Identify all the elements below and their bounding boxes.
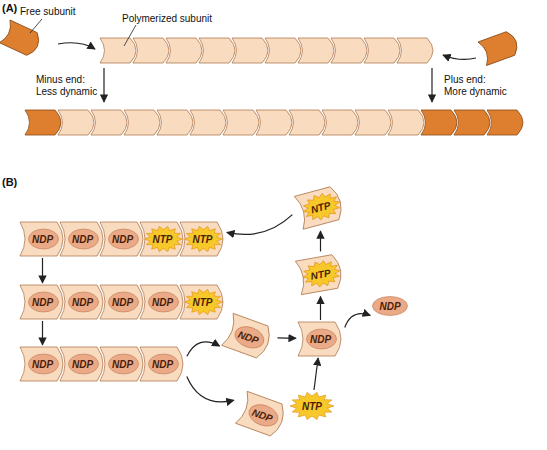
free-nucleotide: NDP xyxy=(372,296,408,316)
polymerized-subunit: NDP xyxy=(20,285,65,319)
nucleotide-label: NDP xyxy=(60,347,105,381)
polymerized-subunit xyxy=(331,38,367,63)
polymerized-subunit: NDP xyxy=(140,347,185,381)
nucleotide-label: NTP xyxy=(180,222,225,256)
polymerized-subunit xyxy=(298,38,334,63)
panel-label: (B) xyxy=(2,176,32,188)
bottom-filament xyxy=(25,110,523,135)
end-label: Minus end: Less dynamic xyxy=(36,74,101,98)
nucleotide-label: NDP xyxy=(140,347,185,381)
nucleotide-label: NDP xyxy=(100,222,145,256)
polymerized-subunit: NDP xyxy=(140,285,185,319)
polymerized-subunit xyxy=(289,110,325,135)
nucleotide-label: NTP xyxy=(294,185,346,229)
polymerized-subunit xyxy=(265,38,301,63)
polymerized-subunit: NDP xyxy=(100,222,145,256)
free-nucleotide: NTP xyxy=(290,392,334,420)
leader-line xyxy=(124,25,136,46)
nucleotide-label: NTP xyxy=(295,253,345,294)
polymerized-subunit xyxy=(190,110,226,135)
nucleotide-label: NDP xyxy=(60,222,105,256)
polymerized-subunit: NDP xyxy=(60,347,105,381)
polymerized-subunit xyxy=(397,38,433,63)
polymerized-subunit: NTP xyxy=(140,222,185,256)
released-subunit: NDP xyxy=(222,313,276,360)
part-label: Free subunit xyxy=(20,6,110,18)
nucleotide-label: NTP xyxy=(180,285,225,319)
process-arrow xyxy=(187,342,220,356)
nucleotide-star xyxy=(290,392,334,419)
polymerized-subunit xyxy=(58,110,94,135)
nucleotide-label: NDP xyxy=(100,285,145,319)
free-subunit xyxy=(0,20,43,58)
nucleotide-label: NDP xyxy=(140,285,185,319)
process-arrow xyxy=(320,231,321,251)
nucleotide-label: NTP xyxy=(290,392,334,420)
process-arrow xyxy=(227,215,293,235)
polymerized-subunit xyxy=(133,38,169,63)
nucleotide-label: NDP xyxy=(372,296,408,316)
free-subunit: NDP xyxy=(298,322,343,356)
nucleotide-label: NDP xyxy=(60,285,105,319)
nucleotide-label: NDP xyxy=(298,322,343,356)
polymerized-subunit: NDP xyxy=(100,347,145,381)
polymerized-subunit: NDP xyxy=(60,222,105,256)
polymerized-subunit: NTP xyxy=(180,222,225,256)
nucleotide-label: NDP xyxy=(20,222,65,256)
added-subunit xyxy=(454,110,490,135)
nucleotide-oval xyxy=(373,297,408,316)
end-label: Plus end: More dynamic xyxy=(444,74,509,98)
polymerized-subunit xyxy=(388,110,424,135)
process-arrow xyxy=(42,321,43,345)
added-subunit xyxy=(421,110,457,135)
process-arrow xyxy=(187,376,234,401)
polymerized-subunit xyxy=(364,38,400,63)
released-subunit: NDP xyxy=(236,391,290,438)
growth-arrow xyxy=(431,68,432,102)
growth-arrow xyxy=(103,68,104,102)
polymerized-subunit xyxy=(91,110,127,135)
polymerized-subunit xyxy=(223,110,259,135)
free-subunit: NTP xyxy=(295,253,345,294)
top-filament xyxy=(100,38,433,63)
polymerized-subunit xyxy=(166,38,202,63)
polymerized-subunit: NDP xyxy=(100,285,145,319)
nucleotide-label: NDP xyxy=(20,285,65,319)
process-arrow xyxy=(278,337,297,339)
free-subunit: NTP xyxy=(294,185,346,229)
polymerized-subunit xyxy=(355,110,391,135)
polymerized-subunit xyxy=(232,38,268,63)
leader-line xyxy=(30,19,42,33)
free-subunit xyxy=(478,30,520,66)
nucleotide-label: NDP xyxy=(100,347,145,381)
polymerized-subunit xyxy=(199,38,235,63)
polymerized-subunit xyxy=(322,110,358,135)
binding-arrow xyxy=(58,43,95,49)
polymerized-subunit xyxy=(256,110,292,135)
polymerized-subunit: NDP xyxy=(60,285,105,319)
nucleotide-label: NDP xyxy=(222,313,276,360)
polymerized-subunit: NDP xyxy=(20,222,65,256)
process-arrow xyxy=(345,314,370,328)
part-label: Polymerized subunit xyxy=(122,13,242,25)
process-arrow xyxy=(320,297,321,320)
added-subunit xyxy=(25,110,61,135)
polymerized-subunit xyxy=(157,110,193,135)
polymerized-subunit: NTP xyxy=(180,285,225,319)
binding-arrow xyxy=(443,55,476,59)
nucleotide-label: NDP xyxy=(20,347,65,381)
nucleotide-label: NDP xyxy=(236,391,290,438)
process-arrow xyxy=(42,258,43,283)
polymerized-subunit: NDP xyxy=(20,347,65,381)
added-subunit xyxy=(487,110,523,135)
polymerized-subunit xyxy=(100,38,136,63)
process-arrow xyxy=(314,358,318,390)
nucleotide-label: NTP xyxy=(140,222,185,256)
polymerized-subunit xyxy=(124,110,160,135)
